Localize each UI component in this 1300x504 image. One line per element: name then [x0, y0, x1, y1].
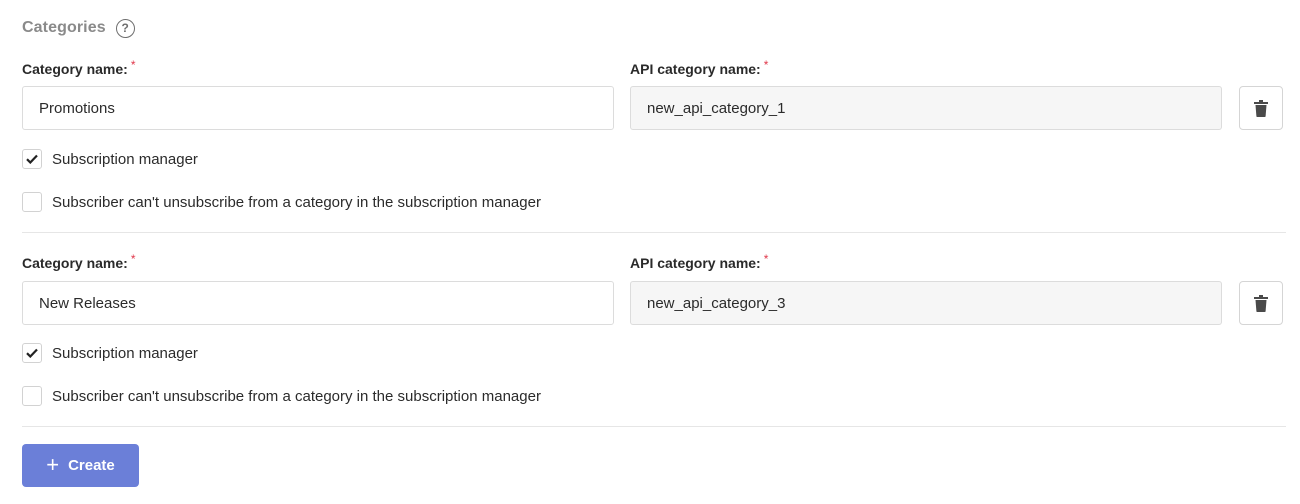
category-divider — [22, 426, 1286, 427]
subscription-manager-label: Subscription manager — [52, 344, 198, 362]
categories-header: Categories ? — [22, 18, 135, 38]
checkmark-icon — [26, 348, 38, 358]
delete-category-button[interactable] — [1239, 281, 1283, 325]
subscription-manager-checkbox[interactable] — [22, 343, 42, 363]
cant-unsubscribe-checkbox[interactable] — [22, 192, 42, 212]
required-mark: * — [763, 58, 769, 72]
subscription-manager-label: Subscription manager — [52, 150, 198, 168]
checkmark-icon — [26, 154, 38, 164]
api-category-name-label: API category name:* — [630, 58, 769, 77]
subscription-manager-row: Subscription manager — [22, 343, 198, 363]
plus-icon: + — [46, 451, 60, 477]
required-mark: * — [130, 252, 136, 266]
api-category-name-input[interactable] — [630, 281, 1222, 325]
category-name-label: Category name:* — [22, 58, 136, 77]
required-mark: * — [763, 252, 769, 266]
cant-unsubscribe-checkbox[interactable] — [22, 386, 42, 406]
required-mark: * — [130, 58, 136, 72]
cant-unsubscribe-label: Subscriber can't unsubscribe from a cate… — [52, 387, 541, 405]
delete-category-button[interactable] — [1239, 86, 1283, 130]
create-button-label: Create — [68, 457, 115, 474]
cant-unsubscribe-row: Subscriber can't unsubscribe from a cate… — [22, 192, 541, 212]
subscription-manager-checkbox[interactable] — [22, 149, 42, 169]
section-title: Categories — [22, 19, 106, 36]
category-name-input[interactable] — [22, 281, 614, 325]
help-icon[interactable]: ? — [115, 18, 135, 38]
category-name-label: Category name:* — [22, 252, 136, 271]
subscription-manager-row: Subscription manager — [22, 149, 198, 169]
api-category-name-label: API category name:* — [630, 252, 769, 271]
trash-icon — [1254, 99, 1268, 117]
trash-icon — [1254, 294, 1268, 312]
create-category-button[interactable]: + Create — [22, 444, 139, 487]
category-divider — [22, 232, 1286, 233]
api-category-name-input[interactable] — [630, 86, 1222, 130]
cant-unsubscribe-row: Subscriber can't unsubscribe from a cate… — [22, 386, 541, 406]
category-name-input[interactable] — [22, 86, 614, 130]
cant-unsubscribe-label: Subscriber can't unsubscribe from a cate… — [52, 193, 541, 211]
